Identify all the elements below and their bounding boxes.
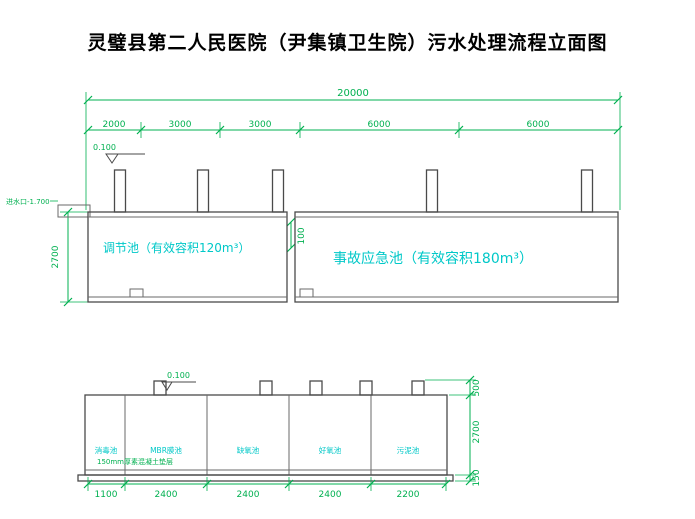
dim-partition-gap: 100 — [297, 227, 307, 244]
inlet-label: 进水口-1.700 — [6, 197, 50, 206]
lower-elevation-view: 0.100 150mm厚素混凝土垫层 消毒池 MBR膜池 缺氧池 好氧池 — [77, 371, 482, 500]
compartment-label-3: 缺氧池 — [237, 445, 260, 455]
drawing-title: 灵璧县第二人民医院（尹集镇卫生院）污水处理流程立面图 — [87, 33, 608, 54]
compartment-label-2: MBR膜池 — [150, 445, 182, 455]
dim-segment-2: 3000 — [169, 120, 192, 130]
lower-bottom-dimension-lines — [83, 477, 451, 491]
lower-elevation-mark-label: 0.100 — [167, 371, 190, 380]
dim-compartment-2: 2400 — [155, 490, 178, 500]
dim-tank-height: 2700 — [51, 245, 61, 268]
vent-stub — [411, 380, 425, 396]
upper-tank-structure — [87, 169, 619, 303]
dim-compartment-4: 2400 — [319, 490, 342, 500]
vent-stub — [153, 380, 167, 396]
sump-pit — [299, 288, 314, 298]
upper-dimension-lines — [60, 92, 623, 307]
dim-segment-1: 2000 — [103, 120, 126, 130]
inlet-pipe — [50, 200, 91, 218]
dim-compartment-1: 1100 — [95, 490, 118, 500]
dim-compartment-3: 2400 — [237, 490, 260, 500]
vent-stub — [425, 169, 439, 213]
vent-stub — [309, 380, 323, 396]
upper-elevation-mark-icon — [105, 153, 145, 164]
vent-stub — [580, 169, 594, 213]
compartment-label-4: 好氧池 — [319, 445, 342, 455]
vent-stub — [259, 380, 273, 396]
lower-elevation-mark-icon — [161, 381, 196, 391]
compartment-label-1: 消毒池 — [95, 445, 118, 455]
dim-base-thickness: 150 — [472, 469, 482, 486]
emergency-tank-label: 事故应急池（有效容积180m³） — [333, 250, 533, 267]
upper-elevation-view: 20000 2000 3000 3000 6000 6000 2700 100 … — [6, 88, 623, 307]
dim-segment-4: 6000 — [368, 120, 391, 130]
dim-total-length: 20000 — [337, 88, 369, 99]
dim-compartment-5: 2200 — [397, 490, 420, 500]
vent-stub — [271, 169, 285, 213]
lower-right-dimension-lines — [425, 375, 476, 486]
vent-stub — [196, 169, 210, 213]
compartment-label-5: 污泥池 — [397, 445, 420, 455]
concrete-base-pad — [77, 474, 454, 482]
dim-lower-tank-height: 2700 — [472, 420, 482, 443]
dim-segment-5: 6000 — [527, 120, 550, 130]
foundation-note: 150mm厚素混凝土垫层 — [97, 457, 173, 466]
sump-pit — [129, 288, 144, 298]
lower-tank-structure — [77, 380, 454, 482]
vent-stub — [359, 380, 373, 396]
dim-stub-height: 500 — [472, 379, 482, 396]
upper-elevation-mark-label: 0.100 — [93, 143, 116, 152]
dim-segment-3: 3000 — [249, 120, 272, 130]
regulating-tank-label: 调节池（有效容积120m³） — [103, 240, 250, 255]
vent-stub — [113, 169, 127, 213]
